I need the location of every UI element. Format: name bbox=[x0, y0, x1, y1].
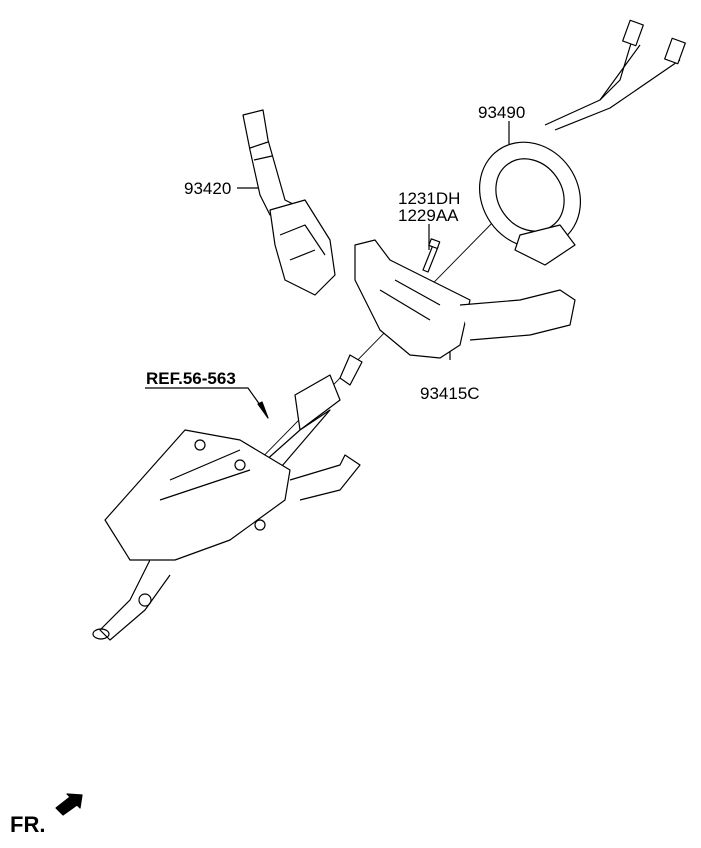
front-arrow-icon bbox=[55, 793, 83, 816]
part-93415C-multifunction-switch bbox=[354, 239, 576, 359]
part-93420-wiper-switch bbox=[242, 109, 336, 296]
label-93420: 93420 bbox=[184, 179, 232, 198]
label-1229AA: 1229AA bbox=[398, 206, 459, 225]
label-93415C: 93415C bbox=[420, 384, 480, 403]
label-ref-56-563: REF.56-563 bbox=[146, 369, 236, 388]
part-bolt-1231DH bbox=[422, 238, 441, 273]
label-93490: 93490 bbox=[478, 103, 526, 122]
label-front: FR. bbox=[10, 812, 46, 837]
part-93490-clock-spring bbox=[478, 19, 686, 266]
steering-column bbox=[92, 354, 363, 641]
leader-lines bbox=[145, 121, 510, 481]
label-1231DH: 1231DH bbox=[398, 189, 461, 208]
